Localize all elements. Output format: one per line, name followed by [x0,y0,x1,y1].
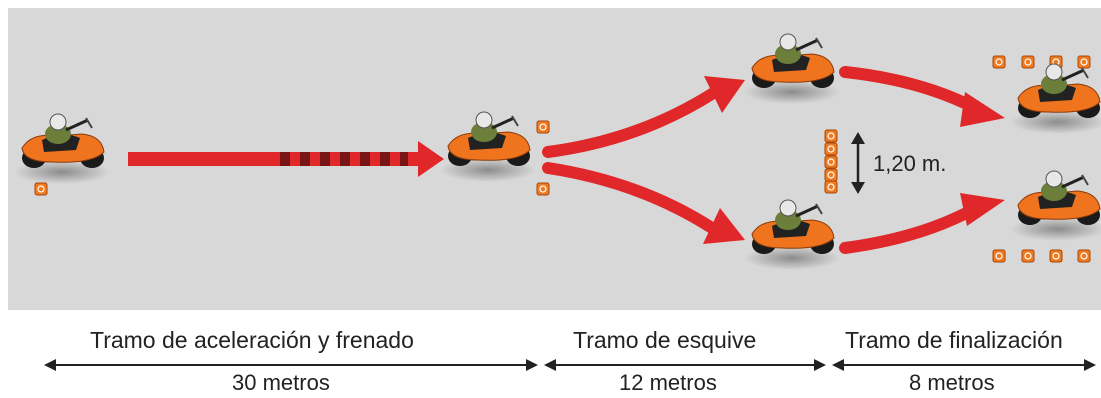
lateral-spacing-label: 1,20 m. [873,151,947,176]
acceleration-arrow [128,141,444,177]
cone-icon [824,129,838,143]
cone-icon [824,155,838,169]
cone-icon [824,142,838,156]
cone-icon [824,168,838,182]
cone-icon [1021,249,1035,263]
section-finish-arrow [832,359,1096,371]
section-acceleration-distance: 30 metros [232,370,330,395]
cone-icon [1077,249,1091,263]
track-diagram [8,8,1101,310]
cone-icon [1077,55,1091,69]
cone-icon [34,182,48,196]
dodge-arrow-up [542,76,745,158]
cone-icon [1021,55,1035,69]
finish-arrow-up [839,66,1005,127]
section-finish-distance: 8 metros [909,370,995,395]
finish-arrow-down [839,193,1005,254]
section-acceleration-label: Tramo de aceleración y frenado [90,327,414,353]
cone-icon [1049,249,1063,263]
double-arrow-icon [851,132,865,194]
section-finish-label: Tramo de finalización [845,327,1063,353]
cone-icon [536,182,550,196]
distance-axis [44,359,1096,371]
braking-dashes [280,152,408,166]
section-acceleration-arrow [44,359,538,371]
dodge-arrow-down [542,162,745,244]
cone-icon [992,55,1006,69]
section-dodge-distance: 12 metros [619,370,717,395]
section-dodge-arrow [544,359,826,371]
cone-icon [536,120,550,134]
section-dodge-label: Tramo de esquive [573,327,757,353]
cone-icon [824,180,838,194]
cone-icon [992,249,1006,263]
